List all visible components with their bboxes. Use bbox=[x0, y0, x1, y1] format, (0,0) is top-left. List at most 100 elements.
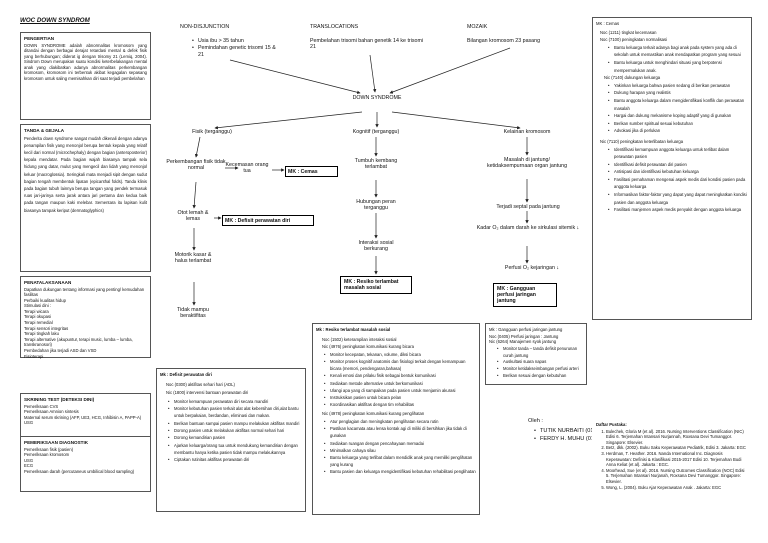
list-item: Pemeriksaan Amnion sintesis bbox=[24, 409, 79, 415]
authors-label: Oleh : bbox=[528, 418, 543, 424]
list-item: Berikan sesuai dengan kebutuhan bbox=[497, 373, 583, 380]
nic-line: Nic (7140) dukungan keluarga bbox=[604, 75, 661, 81]
list-item: Monitor proses kognitif anatomis dan fis… bbox=[324, 358, 476, 372]
pengertian-text: DOWN SYNDROME adalah abnormalitas kromos… bbox=[24, 42, 147, 82]
list-item: Bantu keluarga yang terlibat dalam mendi… bbox=[324, 454, 476, 468]
noc-line: Noc (7100) peningkatan normalisasi bbox=[600, 37, 668, 43]
kecemasan-node: Kecemasan orang tua bbox=[225, 162, 269, 175]
list-item: Perbaiki kualitas hidup bbox=[24, 297, 66, 303]
list-item: Terapi alternative (akupuntur, terapi mu… bbox=[24, 336, 133, 348]
list-item: Pemeriksaan CVS bbox=[24, 403, 59, 409]
list-item: Dorong kemandirian pasien bbox=[168, 434, 302, 442]
panel-heading: Mk : Defisit perawatan diri bbox=[160, 372, 212, 377]
cemas-list-2: Yakinkan keluarga bahwa pasien sedang di… bbox=[596, 82, 748, 135]
references-heading: Daftar Pustaka: bbox=[596, 422, 627, 427]
list-item: Terapi remedial bbox=[24, 320, 53, 326]
pengertian-box: PENGERTIAN DOWN SYNDROME adalah abnormal… bbox=[20, 32, 151, 120]
list-item: Terapi wicara bbox=[24, 308, 49, 314]
nic-line: Nic (4978) peningkatan komunikasi kurang… bbox=[322, 411, 425, 417]
list-item: Ajarkan keluarga/orang tua untuk menduku… bbox=[168, 442, 302, 457]
references-list: Bulechek, Gloria M (et al). 2016. Nursin… bbox=[596, 429, 748, 491]
kelainan-node: Kelainan kromosom bbox=[503, 129, 551, 135]
masalah-node: Masalah di jantung/ ketidaksempurnaan or… bbox=[486, 157, 568, 170]
list-item: Pemeriksaan darah (percutaneus umbilical… bbox=[24, 468, 135, 474]
list-item: Bulechek, Gloria M (et al). 2016. Nursin… bbox=[606, 429, 748, 446]
penatalaksanaan-box: PENATALAKSANAAN Dapatkan dukungan tentan… bbox=[20, 276, 151, 360]
nondisjunction-label: NON-DISJUNCTION bbox=[180, 24, 230, 30]
perfusi-node: Perfusi O₂ kejaringan ↓ bbox=[504, 265, 560, 271]
skrining-box: SKRINING TEST (DETEKSI DINI) Pemeriksaan… bbox=[20, 393, 151, 437]
otot-node: Otot lemah & lemas bbox=[177, 210, 209, 223]
list-item: Betz, dkk. (2002). Buku Saku Keperawatan… bbox=[606, 445, 748, 451]
list-item: Terapi sensori integritas bbox=[24, 325, 69, 331]
page-title: WOC DOWN SYNDROM bbox=[20, 17, 90, 24]
perkembangan-node: Perkembangan fisik tidak normal bbox=[166, 159, 226, 172]
list-item: Berikan bantuan sampai pasien mampu mela… bbox=[168, 420, 302, 428]
list-item: Moorhead, Sue (et al). 2016. Nursing Out… bbox=[606, 468, 748, 485]
list-item: Ciptakan rutinitas aktifitas perawatan d… bbox=[168, 456, 302, 464]
noc-line: Noc (1211) tingkat kecemasan bbox=[600, 29, 657, 35]
list-item: USG bbox=[24, 420, 34, 426]
noc-line: Noc (0405) Perfusi jaringan : Jantung bbox=[489, 333, 559, 339]
list-item: Atur penglagian dan meningkatan pengliha… bbox=[324, 418, 476, 425]
panel-heading: Mk : Gangguan perfusi jaringan jantung bbox=[489, 327, 563, 332]
list-item: Monitor tanda – tanda defisit penurunan … bbox=[497, 346, 583, 360]
list-item: Pemindahan genetic trisomi 15 & 21 bbox=[192, 45, 282, 59]
noc-line: Noc (1502) keterampilan interaksi sosial bbox=[322, 336, 397, 342]
list-item: ECG bbox=[24, 463, 34, 469]
down-syndrome-node: DOWN SYNDROME bbox=[352, 95, 402, 101]
mk-sosial-box: MK : Resiko terlambat masalah sosial bbox=[340, 276, 412, 294]
diagnostik-list: Pemeriksaan fisik (pasien) Pemeriksaan k… bbox=[24, 447, 147, 475]
list-item: Sediakan metode alternative untuk berkom… bbox=[324, 380, 476, 387]
list-item: Yakinkan keluarga bahwa pasien sedang di… bbox=[608, 82, 748, 90]
cemas-list-1: Bantu keluarga terkait adanya bagi anak … bbox=[596, 44, 748, 74]
penatalaksanaan-list: Dapatkan dukungan tentang informasi yang… bbox=[24, 287, 147, 360]
list-item: Usia ibu > 35 tahun bbox=[192, 38, 282, 45]
list-item: Maternal serum skrining (AFP, UE3, HCG, … bbox=[24, 414, 142, 420]
cemas-panel: MK : Cemas Noc (1211) tingkat kecemasan … bbox=[592, 17, 752, 320]
list-item: Terapi tingkah laku bbox=[24, 331, 59, 337]
list-item: Identifikasi kemampuan anggota keluarga … bbox=[608, 146, 748, 161]
list-item: Bantu keluarga untuk menghindari situasi… bbox=[608, 59, 748, 74]
penatalaksanaan-heading: PENATALAKSANAAN bbox=[24, 280, 72, 285]
list-item: Instruksikan pasien untuk bicara pelan bbox=[324, 394, 476, 401]
noc-line: Noc (0300) aktifitas sehari hari (ADL) bbox=[166, 381, 235, 387]
skrining-list: Pemeriksaan CVS Pemeriksaan Amnion sinte… bbox=[24, 404, 147, 426]
list-item: Fasilitasi manjemen aspek medis penyakit… bbox=[608, 206, 748, 214]
list-item: Monitor kecepatan, tekanan, volume, diks… bbox=[324, 351, 476, 358]
list-item: TUTIK NURBAITI (010217A055) bbox=[534, 427, 621, 435]
interaksi-node: Interaksi sosial berkurang bbox=[358, 240, 394, 253]
translocations-label: TRANSLOCATIONS bbox=[310, 24, 359, 30]
mk-defisit-box: MK : Defisit perawatan diri bbox=[222, 215, 314, 226]
list-item: Pastikan kacamata atau lensa kontak agi … bbox=[324, 425, 476, 439]
list-item: Monitor ketidakseimbangan perfusi arteri bbox=[497, 366, 583, 373]
diagnostik-heading: PEMERIKSAAN DIAGNOSTIK bbox=[24, 440, 89, 445]
list-item: Advokasi jika di perlukan bbox=[608, 127, 748, 135]
perfusi-list: Monitor tanda – tanda defisit penurunan … bbox=[489, 346, 583, 380]
list-item: Monitor kemampuan perawatan diri secara … bbox=[168, 398, 302, 406]
list-item: Dorong pasien untuk melakukan aktifitas … bbox=[168, 427, 302, 435]
list-item: Ulangi apa yang di sampaikan pada pasien… bbox=[324, 387, 476, 394]
list-item: Bantu pasien dan keluarga mengidentifika… bbox=[324, 468, 476, 475]
authors-list: TUTIK NURBAITI (010217A055) FERDY H. MUH… bbox=[528, 427, 621, 443]
list-item: Fasilitasi pemahaman mengenai aspek medi… bbox=[608, 176, 748, 191]
defisit-panel: Mk : Defisit perawatan diri Noc (0300) a… bbox=[156, 368, 306, 512]
list-item: Pemeriksaan fisik (pasien) bbox=[24, 446, 74, 452]
list-item: Auskultasi suara napas bbox=[497, 359, 583, 366]
list-item: Dapatkan dukungan tentang informasi yang… bbox=[24, 286, 145, 298]
authors-block: Oleh : TUTIK NURBAITI (010217A055) FERDY… bbox=[528, 417, 621, 443]
references-panel: Daftar Pustaka: Bulechek, Gloria M (et a… bbox=[592, 323, 752, 511]
list-item: Berikan sumber spiritual sesuai kebutuha… bbox=[608, 120, 748, 128]
list-item: Pemeriksaan kromosom bbox=[24, 452, 70, 458]
kadar-node: Kadar O₂ dalam darah ke sirkulasi sitemi… bbox=[476, 225, 580, 231]
mk-perfusi-box: MK : Gangguan perfusi jaringan jantung bbox=[493, 283, 557, 307]
list-item: Bantu anggota keluarga dalam mengidentif… bbox=[608, 97, 748, 112]
list-item: Dukung harapan yang realistis bbox=[608, 89, 748, 97]
translocations-text: Pembelahan trisomi bahan genetik 14 ke t… bbox=[310, 38, 424, 51]
list-item: Minimalkan cahaya silau bbox=[324, 447, 476, 454]
list-item: Kenali emosi dan prilaku fisik sebagai b… bbox=[324, 372, 476, 379]
list-item: Informasikan faktor-faktor yang dapat ya… bbox=[608, 191, 748, 206]
list-item: USG bbox=[24, 457, 34, 463]
panel-heading: Mk : Resiko terlambat masalah sosial bbox=[316, 327, 391, 332]
sosial-panel: Mk : Resiko terlambat masalah sosial Noc… bbox=[312, 323, 480, 515]
